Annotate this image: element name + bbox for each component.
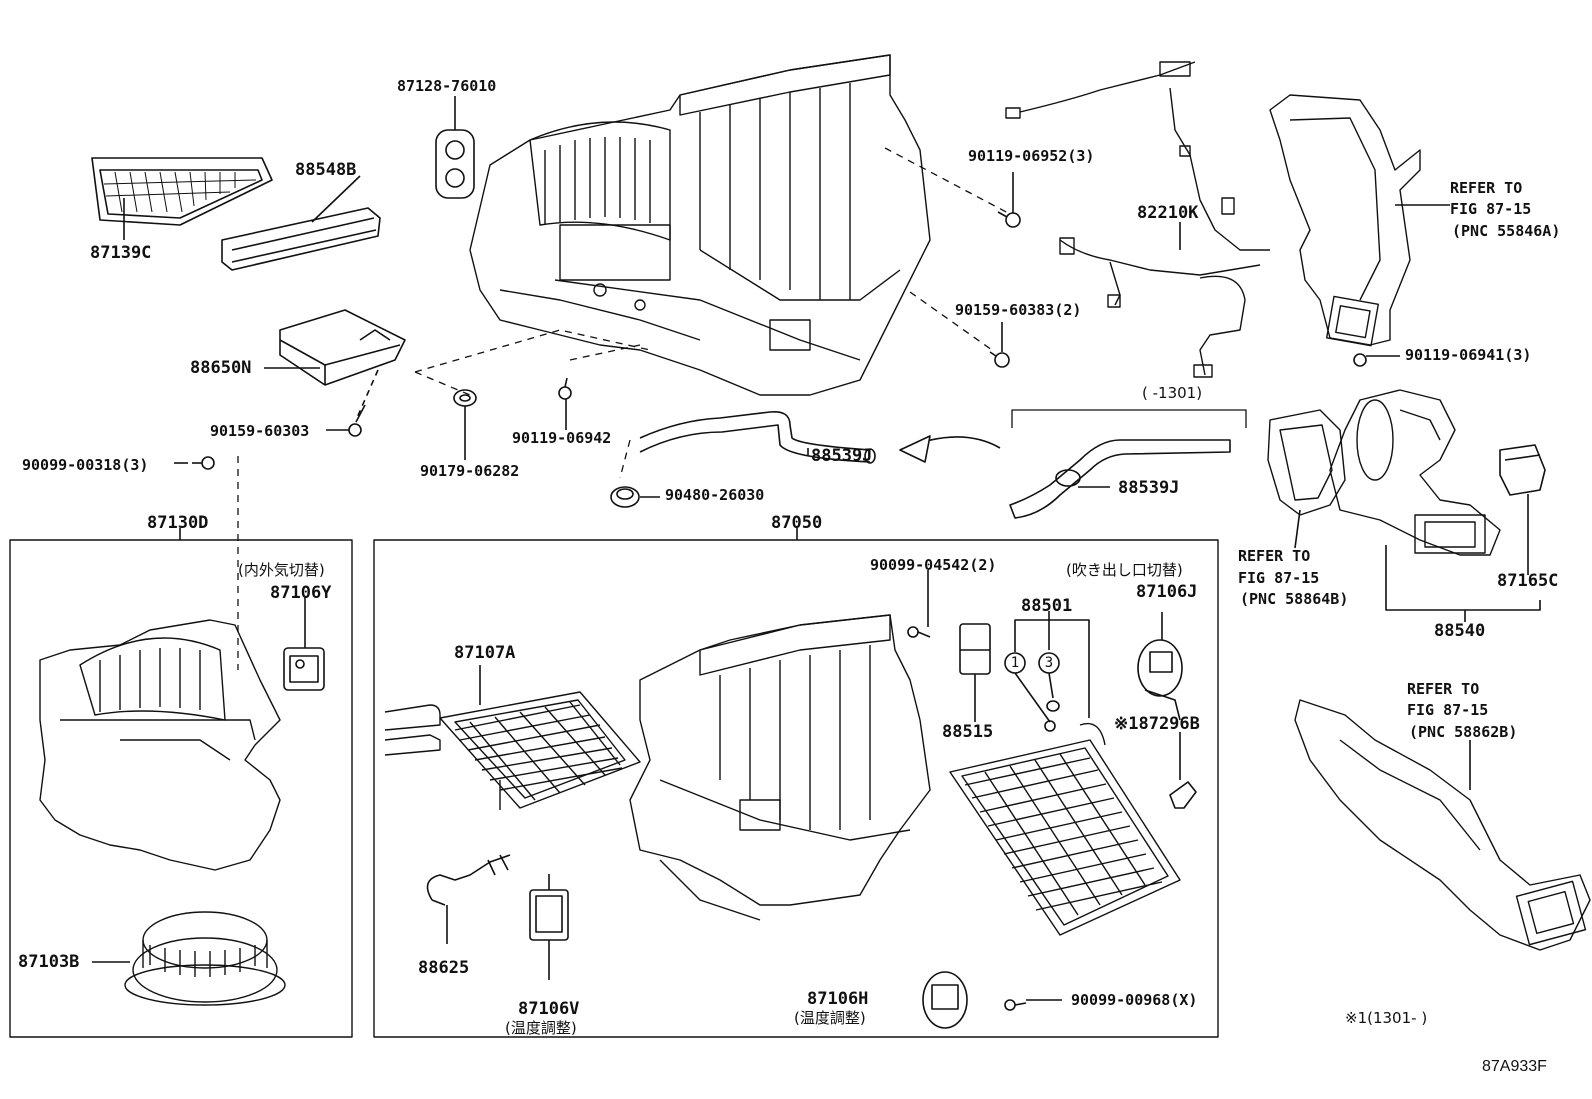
note-naigai: (内外気切替) <box>238 561 325 579</box>
label-87107a: 87107A <box>454 643 516 663</box>
label-87165c: 87165C <box>1497 571 1559 591</box>
label-88539j-right: 88539J <box>1118 478 1180 498</box>
circle-3-text: 3 <box>1044 655 1054 671</box>
ref-55846a-line1: REFER TO <box>1450 179 1523 197</box>
bolt-90099-00318-part <box>192 456 215 470</box>
sensor-88625-part <box>426 854 511 906</box>
note-range-bottom: ※1(1301- ) <box>1345 1009 1428 1027</box>
sensor-87296b-part <box>1169 781 1197 809</box>
label-87139c: 87139C <box>90 243 152 263</box>
label-87128-76010: 87128-76010 <box>397 77 497 95</box>
label-87106v: 87106V <box>518 999 580 1019</box>
label-90480-26030: 90480-26030 <box>665 486 765 504</box>
note-ondo-h: (温度調整) <box>794 1009 866 1027</box>
filter-cover-88548b-part <box>221 207 381 271</box>
servo-87106h-part <box>922 971 968 1029</box>
note-fukidashi: (吹き出し口切替) <box>1066 561 1183 579</box>
amplifier-88650n-part <box>279 309 406 386</box>
duct-55846a-part <box>1269 94 1421 347</box>
blower-motor-87103b-part <box>124 911 286 1006</box>
circle-1-text: 1 <box>1010 655 1020 671</box>
resistor-87165c-part <box>1499 444 1546 496</box>
servo-87106y-part <box>283 647 325 691</box>
screw-90119-06942-part <box>558 377 572 400</box>
label-90119-06942: 90119-06942 <box>512 429 612 447</box>
label-87106h: 87106H <box>807 989 869 1009</box>
ref-58864b-line3: (PNC 58864B) <box>1240 590 1349 608</box>
label-90099-00968: 90099-00968(X) <box>1071 991 1198 1009</box>
duct-58864b-part <box>1267 409 1346 516</box>
label-88650n: 88650N <box>190 358 252 378</box>
evaporator-88501-part <box>949 722 1181 936</box>
label-90119-06941: 90119-06941(3) <box>1405 346 1532 364</box>
label-87103b: 87103B <box>18 952 80 972</box>
duct-58862b-part <box>1294 699 1591 951</box>
servo-87106j-part <box>1137 639 1183 721</box>
clip-90119-06941-part <box>1353 353 1367 367</box>
air-inlet-87130d-part <box>39 619 281 871</box>
blower-case-88540-part <box>1329 389 1501 556</box>
drain-hose-88539j-old-part <box>1009 439 1231 519</box>
servo-87106v-part <box>529 874 569 941</box>
note-ondo-v: (温度調整) <box>505 1019 577 1037</box>
label-87050: 87050 <box>771 513 823 533</box>
label-87130d: 87130D <box>147 513 209 533</box>
ref-58864b-line1: REFER TO <box>1238 547 1311 565</box>
screw-90099-00968-part <box>1004 999 1027 1011</box>
label-90099-04542: 90099-04542(2) <box>870 556 997 574</box>
label-82210k: 82210K <box>1137 203 1199 223</box>
ref-58862b-line3: (PNC 58862B) <box>1409 723 1518 741</box>
label-88540: 88540 <box>1434 621 1486 641</box>
screw-90119-06952-part <box>997 211 1021 228</box>
label-88539j-top: 88539J <box>811 446 873 466</box>
label-90119-06952: 90119-06952(3) <box>968 147 1095 165</box>
grommet-87128-part <box>435 129 475 199</box>
screw-90159-60383-part <box>989 351 1010 368</box>
expansion-valve-88515-part <box>959 623 991 675</box>
note-range-top: ( -1301) <box>1142 384 1203 402</box>
label-88515: 88515 <box>942 722 994 742</box>
ref-58862b-line2: FIG 87-15 <box>1407 701 1489 719</box>
label-87106y: 87106Y <box>270 583 332 603</box>
group-box-87130d <box>9 539 353 1038</box>
label-88548b: 88548B <box>295 160 357 180</box>
drain-hose-88539j-part <box>639 410 876 464</box>
label-90179-06282: 90179-06282 <box>420 462 520 480</box>
wire-harness-82210k-part <box>1005 61 1270 378</box>
label-90159-60383: 90159-60383(2) <box>955 301 1082 319</box>
diagram-code: 87A933F <box>1482 1058 1547 1075</box>
label-87296b: ※187296B <box>1114 714 1200 734</box>
ref-55846a-line3: (PNC 55846A) <box>1452 222 1561 240</box>
heater-core-87107a-part <box>384 691 641 810</box>
screw-90099-04542-part <box>907 626 931 638</box>
drain-cap-90480-part <box>610 486 640 508</box>
hvac-unit-top-part <box>469 54 931 396</box>
label-90099-00318: 90099-00318(3) <box>22 456 149 474</box>
ref-58864b-line2: FIG 87-15 <box>1238 569 1320 587</box>
ref-55846a-line2: FIG 87-15 <box>1450 200 1532 218</box>
o-ring-part <box>1044 700 1060 732</box>
label-88501: 88501 <box>1021 596 1073 616</box>
ref-58862b-line1: REFER TO <box>1407 680 1480 698</box>
label-87106j: 87106J <box>1136 582 1198 602</box>
label-90159-60303: 90159-60303 <box>210 422 310 440</box>
group-box-87050 <box>373 539 1219 1038</box>
screw-90159-60303-part <box>348 404 366 437</box>
label-88625: 88625 <box>418 958 470 978</box>
hvac-case-87050-part <box>629 614 931 921</box>
air-filter-87139c-part <box>91 157 273 226</box>
